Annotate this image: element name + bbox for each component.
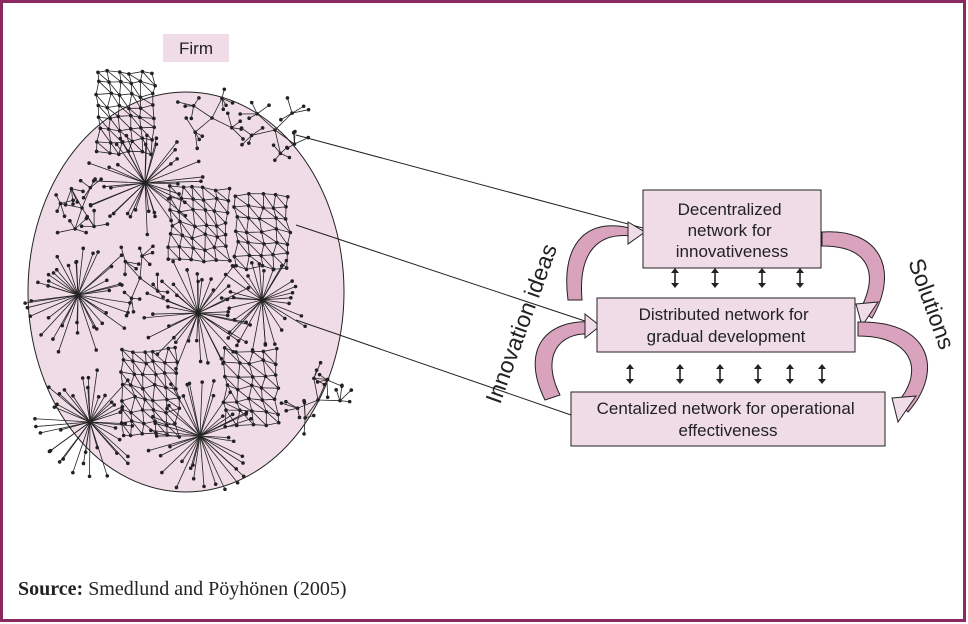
source-citation: Source: Smedlund and Pöyhönen (2005) — [18, 578, 347, 601]
box-distributed-text: Distributed network for gradual developm… — [639, 305, 814, 346]
firm-ellipse — [27, 91, 345, 493]
arrowhead-right-bottom — [891, 395, 918, 424]
link-line-distributed — [295, 224, 598, 326]
arrowhead-left-top — [627, 221, 646, 245]
curved-arrow-left-mid — [534, 321, 596, 401]
box-centralized — [570, 391, 886, 447]
curved-arrow-right-bottom — [857, 321, 929, 413]
arrowhead-left-mid — [584, 312, 601, 340]
box-distributed — [596, 297, 856, 353]
source-text: Smedlund and Pöyhönen (2005) — [83, 578, 347, 600]
curved-arrow-right-top — [821, 231, 886, 319]
box-centralized-text: Centalized network for operational effec… — [597, 399, 860, 440]
arrowhead-right-top — [855, 301, 879, 328]
curved-arrow-left-top — [566, 225, 638, 301]
box-decentralized-text: Decentralized network for innovativeness — [676, 200, 788, 261]
box-decentralized — [642, 189, 822, 269]
link-line-decentralized — [295, 134, 644, 229]
link-line-centralized — [295, 319, 572, 416]
source-label: Source: — [18, 578, 84, 600]
double-arrows — [626, 268, 826, 384]
network-clusters — [23, 68, 354, 492]
firm-label: Firm — [179, 39, 213, 58]
firm-label-box — [163, 34, 229, 62]
